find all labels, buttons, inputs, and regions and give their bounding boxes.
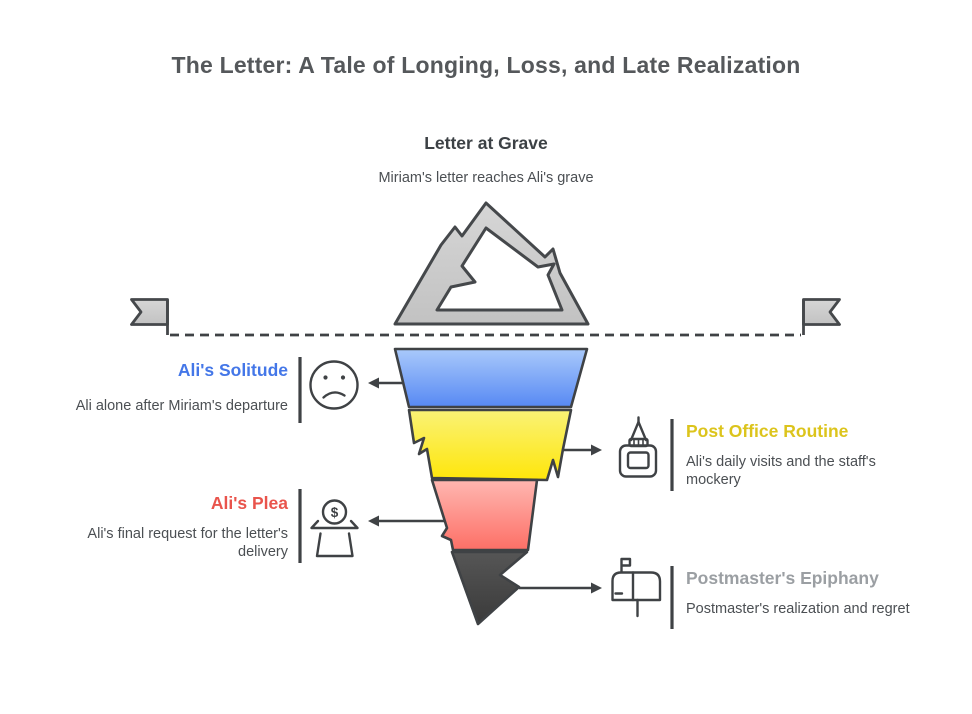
mountain-icon [393, 201, 590, 326]
stage-description-alis-solitude: Ali alone after Miriam's departure [75, 398, 288, 414]
apex-stage-title: Letter at Grave [424, 133, 548, 153]
arrow-alis-solitude [368, 377, 403, 389]
mailbox-icon [611, 557, 662, 618]
funnel-segment-alis-solitude [393, 347, 589, 409]
donation-box-icon: $ [310, 499, 359, 558]
stage-title-post-office-routine: Post Office Routine [686, 421, 849, 441]
stage-title-alis-plea: Ali's Plea [210, 493, 288, 513]
sad-face-icon [309, 360, 359, 410]
stage-title-postmasters-epiphany: Postmaster's Epiphany [686, 568, 879, 588]
dollar-glyph: $ [331, 505, 339, 520]
funnel-segment-post-office-routine [407, 408, 573, 482]
stage-title-alis-solitude: Ali's Solitude [177, 360, 288, 380]
right-flag-icon [802, 298, 841, 335]
glue-bottle-icon [618, 416, 658, 478]
funnel-segment-postmasters-epiphany [450, 550, 529, 626]
stage-description-alis-plea: Ali's final request for the letter's del… [87, 526, 288, 560]
funnel-segment-alis-plea [430, 478, 539, 552]
arrow-post-office-routine [563, 444, 602, 456]
apex-stage-description: Miriam's letter reaches Ali's grave [378, 170, 594, 186]
arrow-postmasters-epiphany [519, 582, 602, 594]
left-flag-icon [130, 298, 169, 335]
stage-description-post-office-routine: Ali's daily visits and the staff's mocke… [686, 454, 876, 488]
stage-description-postmasters-epiphany: Postmaster's realization and regret [686, 601, 910, 617]
arrow-alis-plea [368, 515, 445, 527]
page-title: The Letter: A Tale of Longing, Loss, and… [171, 52, 801, 78]
